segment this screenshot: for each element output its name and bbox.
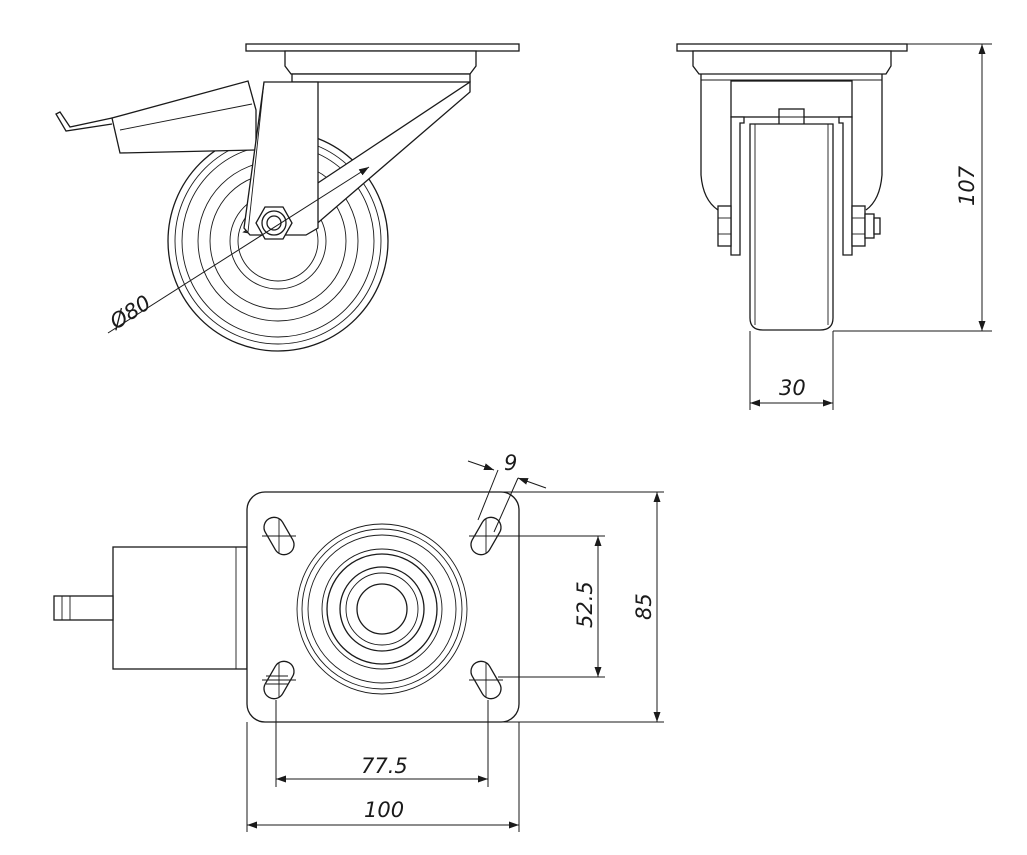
axle-nut [255, 206, 293, 240]
wheel-width-label: 30 [779, 376, 806, 400]
hole-spacing-horizontal-dimension: 77.5 [275, 700, 489, 787]
front-view: 107 30 [676, 43, 992, 410]
plate-height-label: 85 [632, 593, 656, 620]
mounting-slots [262, 516, 503, 700]
side-view-top-plate [245, 43, 520, 83]
top-view-brake [53, 546, 248, 670]
wheel-diameter-label: Ø80 [105, 291, 155, 335]
hole-spacing-vertical-label: 52.5 [573, 581, 597, 628]
overall-height-label: 107 [955, 165, 979, 206]
top-view: 9 52.5 85 77.5 100 [53, 451, 664, 832]
brake-lever [55, 80, 257, 154]
lower-left-slot-detail [266, 675, 288, 685]
plate-width-label: 100 [364, 798, 404, 822]
mounting-plate [246, 491, 520, 723]
slot-width-dimension: 9 [467, 451, 547, 533]
hole-spacing-vertical-dimension: 52.5 [498, 535, 605, 678]
slot-width-label: 9 [504, 451, 517, 475]
plate-width-dimension: 100 [246, 722, 520, 832]
wheel-width-dimension: 30 [749, 331, 834, 410]
side-view: Ø80 [55, 43, 520, 352]
plate-height-dimension: 85 [500, 491, 664, 723]
swivel-bearing [296, 523, 468, 695]
hole-spacing-horizontal-label: 77.5 [361, 754, 408, 778]
overall-height-dimension: 107 [833, 43, 992, 332]
